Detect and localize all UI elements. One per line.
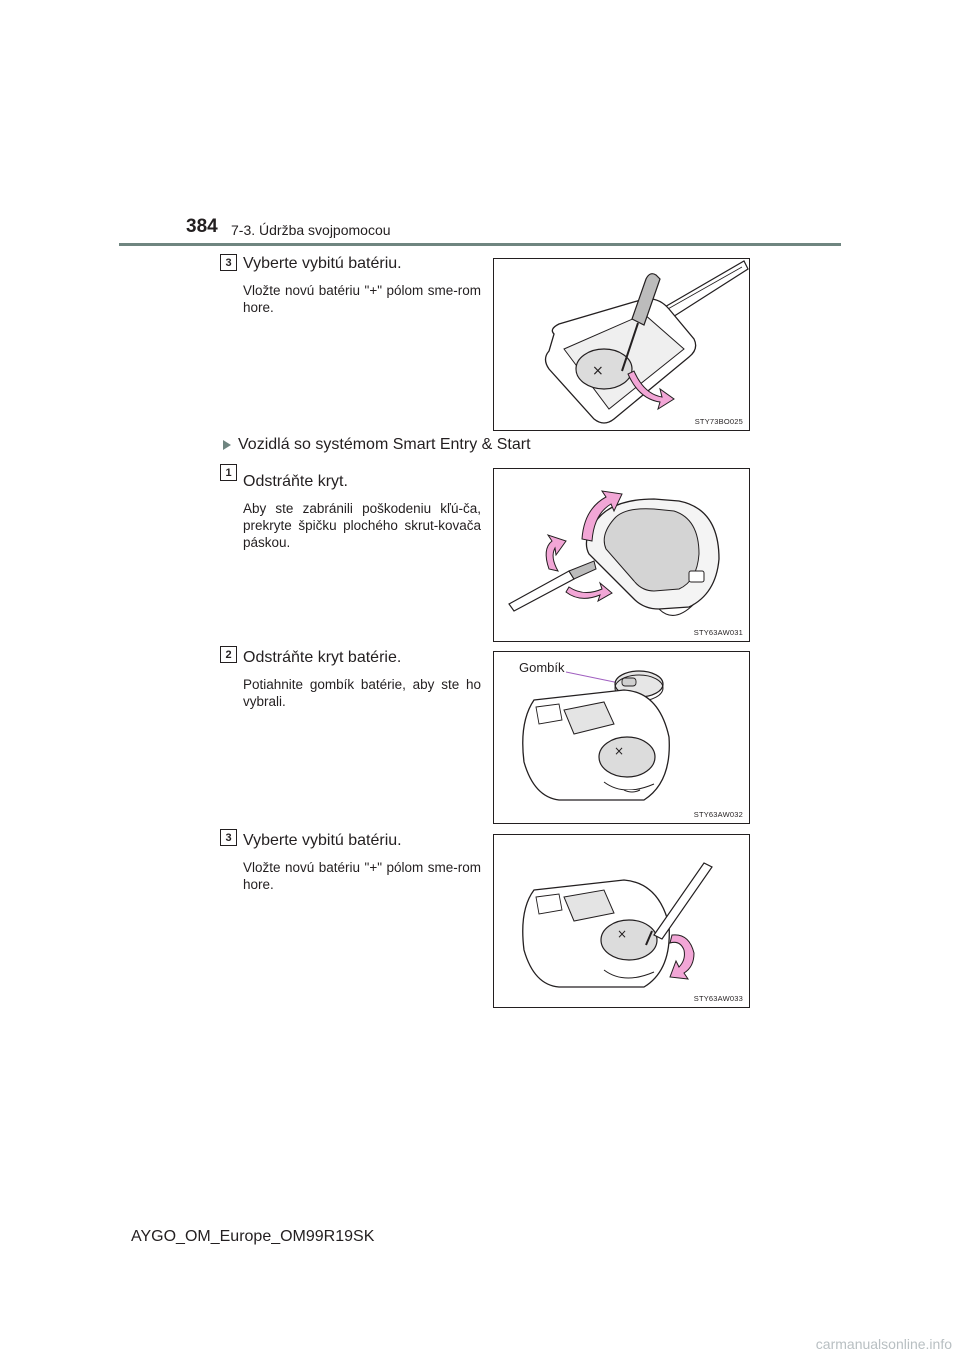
svg-text:×: × [617,927,627,941]
triangle-bullet-icon [223,440,231,450]
svg-text:×: × [592,363,604,379]
footer-doc-id: AYGO_OM_Europe_OM99R19SK [131,1228,375,1245]
watermark: carmanualsonline.info [815,1336,952,1352]
step-badge: 2 [220,646,237,663]
figure-remove-cover: STY63AW031 [493,468,750,642]
figure-remove-battery: × STY73BO025 [493,258,750,431]
figure-code: STY73BO025 [694,417,743,426]
key-battery-illustration: × [544,260,749,424]
section-title: 7-3. Údržba svojpomocou [231,222,391,238]
step-badge: 3 [220,254,237,271]
step-description: Vložte novú batériu "+" pólom sme-rom ho… [243,860,481,892]
svg-text:×: × [614,744,624,758]
subheading-text: Vozidlá so systémom Smart Entry & Start [238,436,531,453]
figure-remove-battery-cover: Gombík × STY63AW032 [493,651,750,824]
step-description: Potiahnite gombík batérie, aby ste ho vy… [243,677,481,709]
step-badge: 3 [220,829,237,846]
step-description: Aby ste zabránili poškodeniu kľú-ča, pre… [243,501,481,550]
step-badge: 1 [220,464,237,481]
step-description: Vložte novú batériu "+" pólom sme-rom ho… [243,283,481,315]
step-title: Odstráňte kryt. [243,473,348,490]
subheading: Vozidlá so systémom Smart Entry & Start [223,436,531,454]
step-title: Odstráňte kryt batérie. [243,649,402,666]
figure-remove-battery-final: × STY63AW033 [493,834,750,1008]
key-cover-illustration [508,490,720,616]
step-title: Vyberte vybitú batériu. [243,832,402,849]
step-title: Vyberte vybitú batériu. [243,255,402,272]
battery-cover-illustration: × [522,670,670,801]
figure-code: STY63AW031 [693,628,743,637]
figure-code: STY63AW033 [693,994,743,1003]
callout-label: Gombík [519,660,565,675]
header-rule [119,243,841,246]
battery-removal-illustration: × [522,862,713,988]
page-number: 384 [186,216,218,237]
figure-code: STY63AW032 [693,810,743,819]
